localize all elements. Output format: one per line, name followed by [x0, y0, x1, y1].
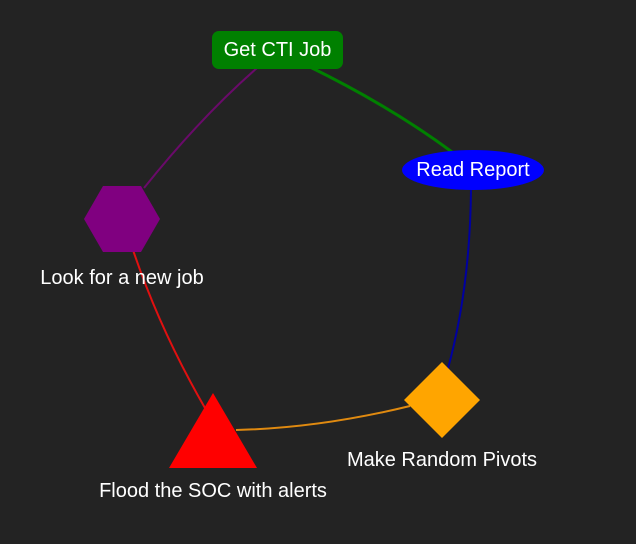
node-flood-the-soc[interactable]: Flood the SOC with alerts [99, 393, 327, 502]
edge-flood-the-soc-to-look-for-new-job [132, 249, 206, 409]
node-label-get-cti-job: Get CTI Job [224, 39, 332, 61]
node-label-read-report: Read Report [416, 159, 530, 181]
edge-get-cti-job-to-read-report [307, 64, 453, 154]
hexagon-shape [84, 186, 160, 252]
round-rectangle-shape [212, 31, 343, 69]
node-label-make-random-pivots: Make Random Pivots [347, 449, 537, 471]
node-make-random-pivots[interactable]: Make Random Pivots [347, 362, 537, 471]
edge-make-random-pivots-to-flood-the-soc [235, 405, 411, 431]
diamond-shape [404, 362, 480, 438]
ellipse-shape [402, 150, 544, 190]
node-label-look-for-new-job: Look for a new job [40, 267, 203, 289]
edge-look-for-new-job-to-get-cti-job [143, 67, 258, 189]
node-look-for-new-job[interactable]: Look for a new job [40, 186, 204, 289]
node-get-cti-job[interactable]: Get CTI Job [212, 31, 343, 69]
triangle-shape [169, 393, 257, 468]
node-read-report[interactable]: Read Report [402, 150, 544, 190]
node-label-flood-the-soc: Flood the SOC with alerts [99, 480, 327, 502]
edge-read-report-to-make-random-pivots [446, 189, 472, 373]
